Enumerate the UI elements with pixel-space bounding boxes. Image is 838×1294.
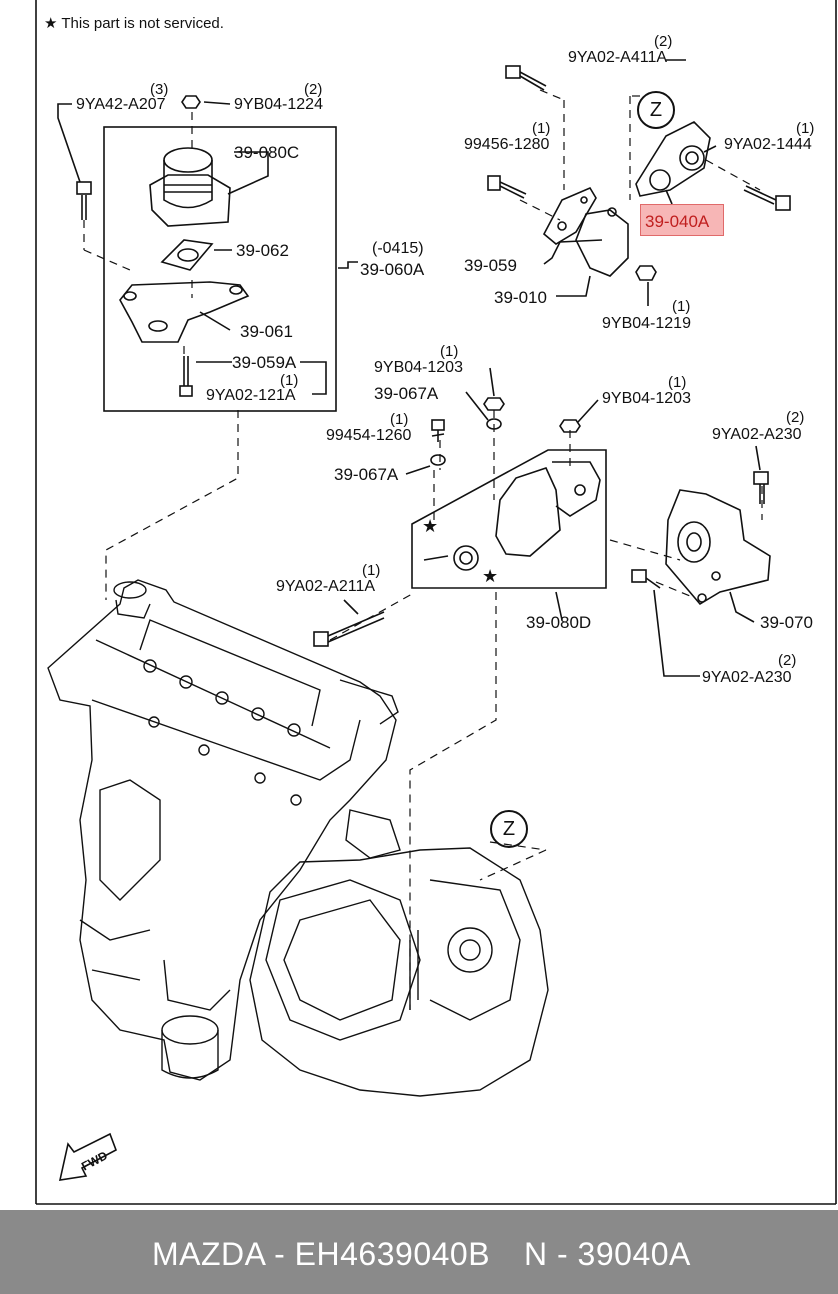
part-label-39-070: 39-070 <box>760 613 813 632</box>
note-text: This part is not serviced. <box>61 15 224 32</box>
part-label-9YA02-121A: 9YA02-121A <box>206 387 296 404</box>
mount-39-080D <box>423 461 601 571</box>
insulator-39-062 <box>160 239 214 271</box>
fwd-text: FWD <box>79 1148 110 1173</box>
part-label-9YB04-1203-b: 9YB04-1203 <box>602 390 691 407</box>
washer-39-067A-a <box>486 418 502 430</box>
part-label-99456-1280: 99456-1280 <box>464 136 550 153</box>
bracket-39-061 <box>119 281 250 343</box>
qty-9YB04-1219: (1) <box>672 298 691 315</box>
part-label-39-059A: 39-059A <box>232 353 297 372</box>
part-label-9YA02-1444: 9YA02-1444 <box>724 136 812 153</box>
part-label-9YB04-1224: 9YB04-1224 <box>234 96 323 113</box>
bolt-39-059A <box>179 356 193 397</box>
qty-9YA02-A230-a: (2) <box>786 409 805 426</box>
bolt-9YA02-1444 <box>743 185 791 211</box>
mount-box-39-080D <box>411 449 607 589</box>
nut-9YB04-1219 <box>635 265 657 281</box>
qty-9YA02-1444: (1) <box>796 120 815 137</box>
part-label-39-067A-a: 39-067A <box>374 384 439 403</box>
star-marker-1: ★ <box>422 516 438 537</box>
nut-9YB04-1224 <box>181 95 201 109</box>
part-label-39-080D: 39-080D <box>526 613 592 632</box>
part-label-39-062: 39-062 <box>236 241 289 260</box>
bracket-39-059 <box>542 186 597 245</box>
part-label-39-061: 39-061 <box>240 322 293 341</box>
qty-9YB04-1203-a: (1) <box>440 343 459 360</box>
reference-z-bottom: Z <box>490 810 528 848</box>
part-label-99454-1260: 99454-1260 <box>326 427 412 444</box>
qty-9YB04-1203-b: (1) <box>668 374 687 391</box>
engine-assembly <box>47 579 549 1097</box>
qty-9YA42-A207: (3) <box>150 81 169 98</box>
qty-9YB04-1224: (2) <box>304 81 323 98</box>
highlighted-part-39-040A[interactable]: 39-040A <box>640 204 724 236</box>
part-label-9YA02-A411A: 9YA02-A411A <box>568 49 668 66</box>
qty-9YA02-A211A: (1) <box>362 562 381 579</box>
bolt-9YA02-A230-a <box>753 471 769 504</box>
nut-9YB04-1203-b <box>559 419 581 433</box>
exploded-parts-diagram: ★ ★ FWD <box>35 0 837 1205</box>
part-label-9YA42-A207: 9YA42-A207 <box>76 96 166 113</box>
part-label-39-040A: 39-040A <box>645 212 710 231</box>
bolt-99454-1260 <box>431 419 445 442</box>
star-marker-2: ★ <box>482 566 498 587</box>
qty-9YA02-A411A: (2) <box>654 33 673 50</box>
bracket-39-010 <box>575 207 629 277</box>
part-label-39-010: 39-010 <box>494 288 547 307</box>
bolt-9YA42-A207 <box>76 181 92 220</box>
nut-9YB04-1203-a <box>483 397 505 411</box>
bolt-99456-1280 <box>487 175 527 199</box>
part-label-39-060A: 39-060A <box>360 260 425 279</box>
part-label-39-067A-b: 39-067A <box>334 465 399 484</box>
mount-39-040A <box>635 121 711 197</box>
bolt-9YA02-A211A <box>313 611 385 647</box>
part-label-9YB04-1203-a: 9YB04-1203 <box>374 359 463 376</box>
part-label-9YA02-A230-a: 9YA02-A230 <box>712 426 802 443</box>
qty-99456-1280: (1) <box>532 120 551 137</box>
part-label-9YA02-A230-b: 9YA02-A230 <box>702 669 792 686</box>
valve-cover-bosses <box>143 659 302 806</box>
part-label-0415: (-0415) <box>372 240 424 257</box>
footer-reference-number: N - 39040A <box>524 1236 691 1272</box>
reference-z-top: Z <box>637 91 675 129</box>
bolt-9YA02-A411A <box>505 65 547 91</box>
qty-9YA02-A230-b: (2) <box>778 652 797 669</box>
engine-mount-39-080C <box>149 147 231 227</box>
qty-99454-1260: (1) <box>390 411 409 428</box>
note-not-serviced: ★ This part is not serviced. <box>44 14 224 32</box>
footer-brand-part-number: MAZDA - EH4639040B <box>152 1236 491 1272</box>
bolt-9YA02-A230-b <box>631 569 661 589</box>
mount-box-39-060A <box>103 126 337 412</box>
fwd-arrow <box>58 1132 117 1181</box>
mount-39-070 <box>665 489 771 606</box>
washer-39-067A-b <box>430 454 446 466</box>
part-label-39-059: 39-059 <box>464 256 517 275</box>
star-icon: ★ <box>44 15 58 32</box>
part-label-9YB04-1219: 9YB04-1219 <box>602 315 691 332</box>
footer-bar: MAZDA - EH4639040B N - 39040A <box>0 1210 838 1294</box>
qty-9YA02-121A: (1) <box>280 372 299 389</box>
part-label-9YA02-A211A: 9YA02-A211A <box>276 578 376 595</box>
part-label-39-080C: 39-080C <box>234 143 300 162</box>
